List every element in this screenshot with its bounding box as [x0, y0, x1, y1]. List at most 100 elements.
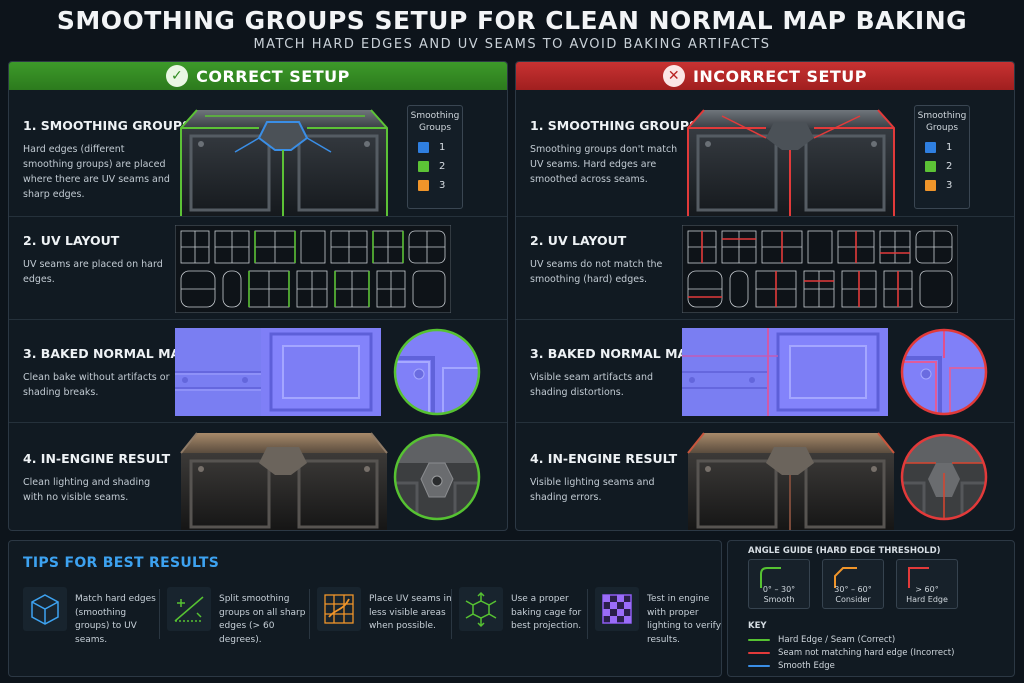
- angle-range: 30° – 60°: [834, 585, 872, 594]
- uv-grid-icon: [317, 587, 361, 631]
- key-title: KEY: [748, 621, 767, 631]
- normal-map-incorrect: [682, 328, 888, 416]
- row-description: Clean lighting and shading with no visib…: [23, 477, 151, 503]
- key-label: Hard Edge / Seam (Correct): [778, 635, 896, 645]
- tips-panel: TIPS FOR BEST RESULTS Match hard edges (…: [8, 540, 722, 677]
- crate-smoothing-render-correct: [180, 109, 388, 216]
- correct-setup-panel: ✓ CORRECT SETUP 1. SMOOTHING GROUPS Hard…: [8, 61, 508, 531]
- group-3-swatch: [925, 180, 936, 191]
- normal-map-closeup-incorrect: [900, 328, 988, 416]
- engine-closeup-correct: [393, 433, 481, 521]
- cross-icon: ✕: [662, 65, 685, 87]
- row-title: 1. SMOOTHING GROUPS: [23, 118, 192, 133]
- crate-engine-render-correct: [180, 432, 388, 530]
- key-item: Smooth Edge: [748, 661, 835, 671]
- angle-guide-panel: ANGLE GUIDE (HARD EDGE THRESHOLD) 0° – 3…: [727, 540, 1015, 677]
- angle-consider: 30° – 60°Consider: [822, 559, 884, 609]
- group-2-label: 2: [439, 161, 446, 172]
- angle-label: Hard Edge: [906, 595, 948, 604]
- legend-title: Smoothing Groups: [410, 111, 460, 133]
- correct-row-in-engine-result: 4. IN-ENGINE RESULT Clean lighting and s…: [9, 422, 507, 530]
- key-label: Seam not matching hard edge (Incorrect): [778, 648, 955, 658]
- row-description: Visible lighting seams and shading error…: [530, 477, 655, 503]
- tip-item: Use a proper baking cage for best projec…: [459, 587, 599, 647]
- group-1-swatch: [418, 142, 429, 153]
- tip-text: Use a proper baking cage for best projec…: [511, 594, 582, 631]
- incorrect-row-baked-normal-map: 3. BAKED NORMAL MAP Visible seam artifac…: [516, 319, 1014, 422]
- correct-banner-label: CORRECT SETUP: [196, 66, 350, 86]
- row-description: UV seams do not match the smoothing (har…: [530, 259, 663, 285]
- correct-banner: ✓ CORRECT SETUP: [9, 62, 507, 90]
- smoothing-groups-legend: Smoothing Groups 1 2 3: [407, 105, 463, 209]
- group-1-label: 1: [439, 142, 446, 153]
- checker-icon: [595, 587, 639, 631]
- row-description: Clean bake without artifacts or shading …: [23, 372, 170, 398]
- angle-guide-title: ANGLE GUIDE (HARD EDGE THRESHOLD): [748, 546, 941, 556]
- incorrect-row-smoothing-groups: 1. SMOOTHING GROUPS Smoothing groups don…: [516, 90, 1014, 216]
- tip-item: Test in engine with proper lighting to v…: [595, 587, 735, 647]
- correct-row-uv-layout: 2. UV LAYOUT UV seams are placed on hard…: [9, 216, 507, 319]
- normal-map-closeup-correct: [393, 328, 481, 416]
- check-icon: ✓: [166, 65, 189, 87]
- smoothing-groups-legend: Smoothing Groups 1 2 3: [914, 105, 970, 209]
- row-description: UV seams are placed on hard edges.: [23, 259, 163, 285]
- row-description: Smoothing groups don't match UV seams. H…: [530, 144, 678, 185]
- row-title: 2. UV LAYOUT: [530, 233, 627, 248]
- row-title: 4. IN-ENGINE RESULT: [530, 451, 678, 466]
- incorrect-row-uv-layout: 2. UV LAYOUT UV seams do not match the s…: [516, 216, 1014, 319]
- key-swatch: [748, 665, 770, 667]
- tip-item: Split smoothing groups on all sharp edge…: [167, 587, 307, 647]
- group-2-label: 2: [946, 161, 953, 172]
- tip-text: Match hard edges (smoothing groups) to U…: [75, 594, 156, 645]
- angle-consider-icon: [834, 567, 857, 588]
- incorrect-setup-panel: ✕ INCORRECT SETUP 1. SMOOTHING GROUPS Sm…: [515, 61, 1015, 531]
- angle-smooth: 0° – 30°Smooth: [748, 559, 810, 609]
- group-2-swatch: [418, 161, 429, 172]
- incorrect-banner-label: INCORRECT SETUP: [692, 66, 868, 86]
- engine-closeup-incorrect: [900, 433, 988, 521]
- tip-text: Place UV seams in less visible areas whe…: [369, 594, 452, 631]
- tip-text: Split smoothing groups on all sharp edge…: [219, 594, 306, 645]
- correct-row-baked-normal-map: 3. BAKED NORMAL MAP Clean bake without a…: [9, 319, 507, 422]
- group-1-swatch: [925, 142, 936, 153]
- angle-label: Consider: [835, 595, 871, 604]
- angle-hard-edge: > 60°Hard Edge: [896, 559, 958, 609]
- split-edge-icon: [167, 587, 211, 631]
- group-3-label: 3: [439, 180, 446, 191]
- tip-text: Test in engine with proper lighting to v…: [647, 594, 722, 645]
- incorrect-row-in-engine-result: 4. IN-ENGINE RESULT Visible lighting sea…: [516, 422, 1014, 530]
- group-3-swatch: [418, 180, 429, 191]
- row-title: 1. SMOOTHING GROUPS: [530, 118, 699, 133]
- uv-layout-incorrect: [682, 225, 958, 313]
- legend-title: Smoothing Groups: [917, 111, 967, 133]
- crate-engine-render-incorrect: [687, 432, 895, 530]
- key-label: Smooth Edge: [778, 661, 835, 671]
- crate-smoothing-render-incorrect: [687, 109, 895, 216]
- correct-row-smoothing-groups: 1. SMOOTHING GROUPS Hard edges (differen…: [9, 90, 507, 216]
- row-title: 2. UV LAYOUT: [23, 233, 120, 248]
- incorrect-banner: ✕ INCORRECT SETUP: [516, 62, 1014, 90]
- tip-item: Place UV seams in less visible areas whe…: [317, 587, 457, 647]
- row-description: Visible seam artifacts and shading disto…: [530, 372, 653, 398]
- key-swatch: [748, 639, 770, 641]
- group-1-label: 1: [946, 142, 953, 153]
- row-description: Hard edges (different smoothing groups) …: [23, 144, 170, 200]
- angle-hard-edge-icon: [908, 567, 929, 588]
- tip-item: Match hard edges (smoothing groups) to U…: [23, 587, 163, 647]
- row-title: 4. IN-ENGINE RESULT: [23, 451, 171, 466]
- angle-label: Smooth: [763, 595, 795, 604]
- cube-icon: [23, 587, 67, 631]
- key-swatch: [748, 652, 770, 654]
- row-title: 3. BAKED NORMAL MAP: [23, 346, 190, 361]
- angle-range: > 60°: [915, 585, 939, 594]
- normal-map-correct: [175, 328, 381, 416]
- tips-title: TIPS FOR BEST RESULTS: [23, 555, 220, 571]
- page-title: SMOOTHING GROUPS SETUP FOR CLEAN NORMAL …: [56, 6, 968, 35]
- uv-layout-correct: [175, 225, 451, 313]
- angle-range: 0° – 30°: [762, 585, 796, 594]
- group-3-label: 3: [946, 180, 953, 191]
- group-2-swatch: [925, 161, 936, 172]
- key-item: Seam not matching hard edge (Incorrect): [748, 648, 954, 658]
- key-item: Hard Edge / Seam (Correct): [748, 635, 895, 645]
- cage-icon: [459, 587, 503, 631]
